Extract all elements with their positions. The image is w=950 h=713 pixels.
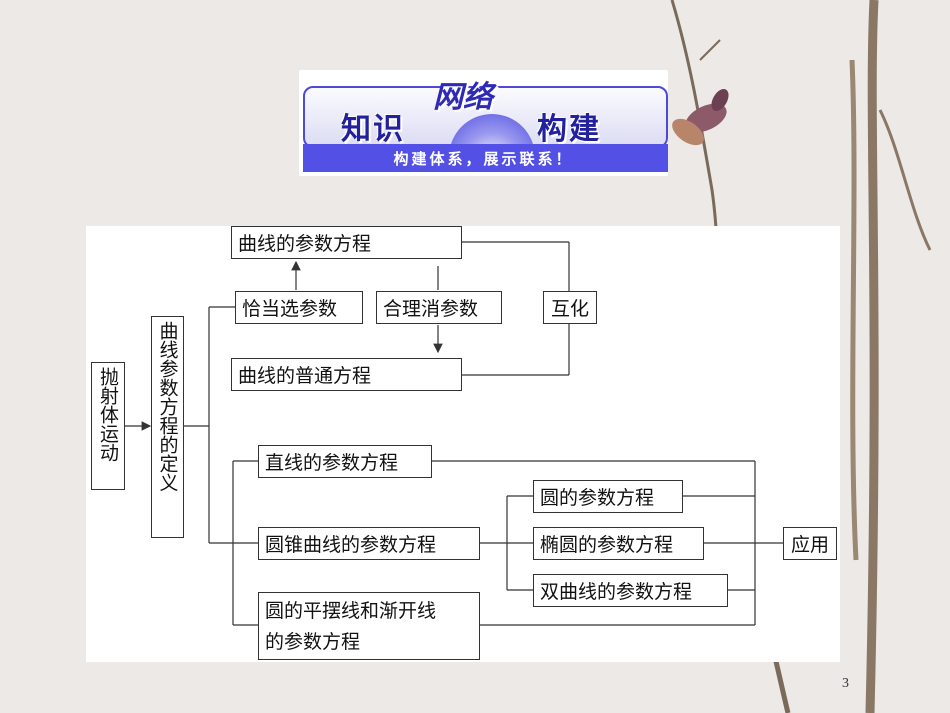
curve-normal-equation-box: 曲线的普通方程 bbox=[231, 358, 462, 391]
banner-net-word: 网络 bbox=[433, 80, 493, 115]
projectile-motion-box: 抛射体运动 bbox=[91, 362, 125, 490]
circle-param-equation-box: 圆的参数方程 bbox=[533, 480, 683, 513]
param-definition-box: 曲线参数方程的定义 bbox=[151, 316, 184, 538]
conversion-box: 互化 bbox=[543, 291, 597, 324]
banner-subtitle: 构建体系，展示联系！ bbox=[393, 150, 574, 168]
cycloid-involute-box: 圆的平摆线和渐开线 的参数方程 bbox=[258, 592, 480, 660]
banner-left-word: 知识 bbox=[341, 112, 405, 147]
eliminate-parameter-box: 合理消参数 bbox=[376, 291, 502, 324]
line-param-equation-box: 直线的参数方程 bbox=[258, 445, 432, 478]
banner-bottom-strip bbox=[303, 144, 668, 172]
page-number: 3 bbox=[842, 676, 849, 691]
cycloid-line-1: 圆的平摆线和渐开线 bbox=[265, 600, 437, 622]
cycloid-line-2: 的参数方程 bbox=[265, 631, 361, 653]
choose-parameter-box: 恰当选参数 bbox=[235, 291, 363, 324]
hyperbola-param-equation-box: 双曲线的参数方程 bbox=[533, 574, 728, 607]
section-banner: 知识 网络 构建 构建体系，展示联系！ bbox=[299, 70, 668, 176]
conic-param-equation-box: 圆锥曲线的参数方程 bbox=[258, 527, 480, 560]
ellipse-param-equation-box: 椭圆的参数方程 bbox=[533, 527, 704, 560]
curve-param-equation-box: 曲线的参数方程 bbox=[231, 226, 462, 259]
banner-right-word: 构建 bbox=[537, 112, 601, 147]
application-box: 应用 bbox=[783, 527, 837, 560]
